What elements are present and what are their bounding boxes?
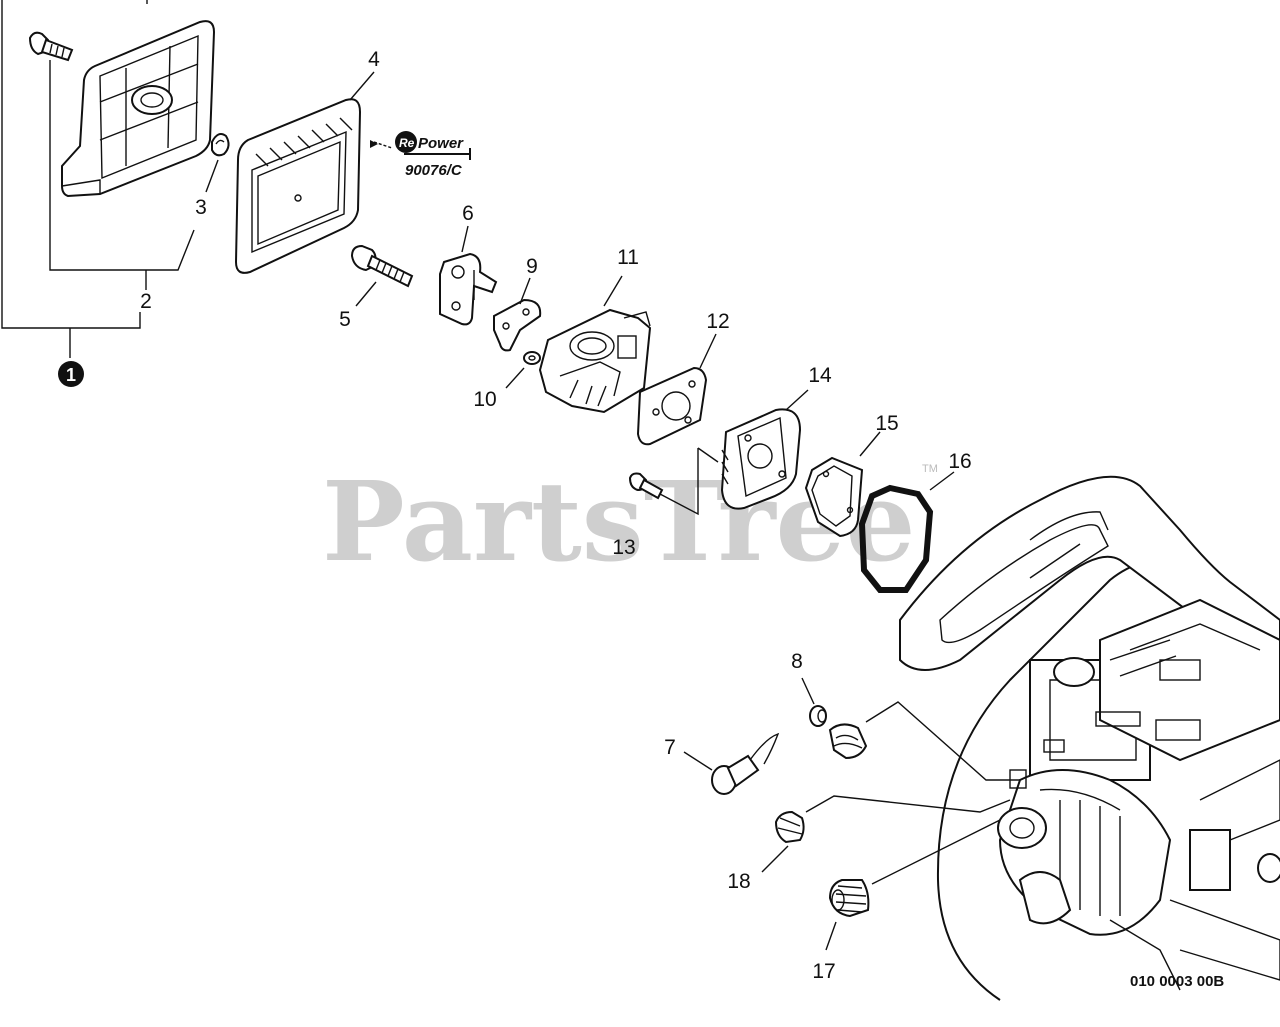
callout-4[interactable]: 4 <box>368 48 380 71</box>
bolt-5[interactable] <box>350 244 414 288</box>
carburetor-gasket[interactable] <box>636 366 708 446</box>
repower-prefix: Re <box>399 136 415 150</box>
callout-18[interactable]: 18 <box>727 870 750 893</box>
carburetor[interactable] <box>538 308 652 414</box>
drawing-code: 010 0003 00B <box>1130 973 1224 990</box>
choke-plate[interactable] <box>493 298 542 352</box>
callout-9[interactable]: 9 <box>526 255 538 278</box>
callout-14[interactable]: 14 <box>808 364 832 387</box>
insulator-gasket[interactable] <box>804 456 864 538</box>
callout-5[interactable]: 5 <box>339 308 351 331</box>
washer[interactable] <box>523 351 541 365</box>
cover-screw[interactable] <box>28 31 74 62</box>
grommet-8a[interactable] <box>809 705 827 727</box>
grommet-8b[interactable] <box>828 723 868 760</box>
callout-1[interactable]: 1 <box>58 361 84 387</box>
callout-2[interactable]: 2 <box>140 290 152 313</box>
filter-bracket[interactable] <box>439 252 498 326</box>
repower-logo: Re Power 90076/C <box>370 131 471 179</box>
air-filter[interactable] <box>234 98 362 274</box>
callout-6[interactable]: 6 <box>462 202 474 225</box>
repower-logo-text: Power <box>418 135 464 152</box>
choke-knob[interactable] <box>711 732 780 795</box>
insulator-screw[interactable] <box>628 472 664 500</box>
chainsaw-body <box>899 475 1280 1001</box>
callout-13[interactable]: 13 <box>612 536 635 559</box>
repower-code: 90076/C <box>405 162 463 179</box>
callout-15[interactable]: 15 <box>875 412 898 435</box>
callout-10[interactable]: 10 <box>473 388 496 411</box>
callout-17[interactable]: 17 <box>812 960 835 983</box>
callout-11[interactable]: 11 <box>617 246 639 269</box>
callout-7[interactable]: 7 <box>664 736 676 759</box>
callout-3[interactable]: 3 <box>195 196 207 219</box>
insulator-block[interactable] <box>720 408 802 510</box>
retaining-clip[interactable] <box>211 133 230 157</box>
svg-text:1: 1 <box>66 365 76 385</box>
air-cleaner-cover[interactable] <box>61 20 216 198</box>
cushion-18[interactable] <box>774 810 805 844</box>
assembly-bracket <box>1 0 195 358</box>
seal-ring[interactable] <box>858 484 934 593</box>
watermark-trademark: TM <box>922 463 938 475</box>
callout-8[interactable]: 8 <box>791 650 803 673</box>
callout-16[interactable]: 16 <box>948 450 971 473</box>
callout-12[interactable]: 12 <box>706 310 729 333</box>
boot-17[interactable] <box>828 879 870 918</box>
